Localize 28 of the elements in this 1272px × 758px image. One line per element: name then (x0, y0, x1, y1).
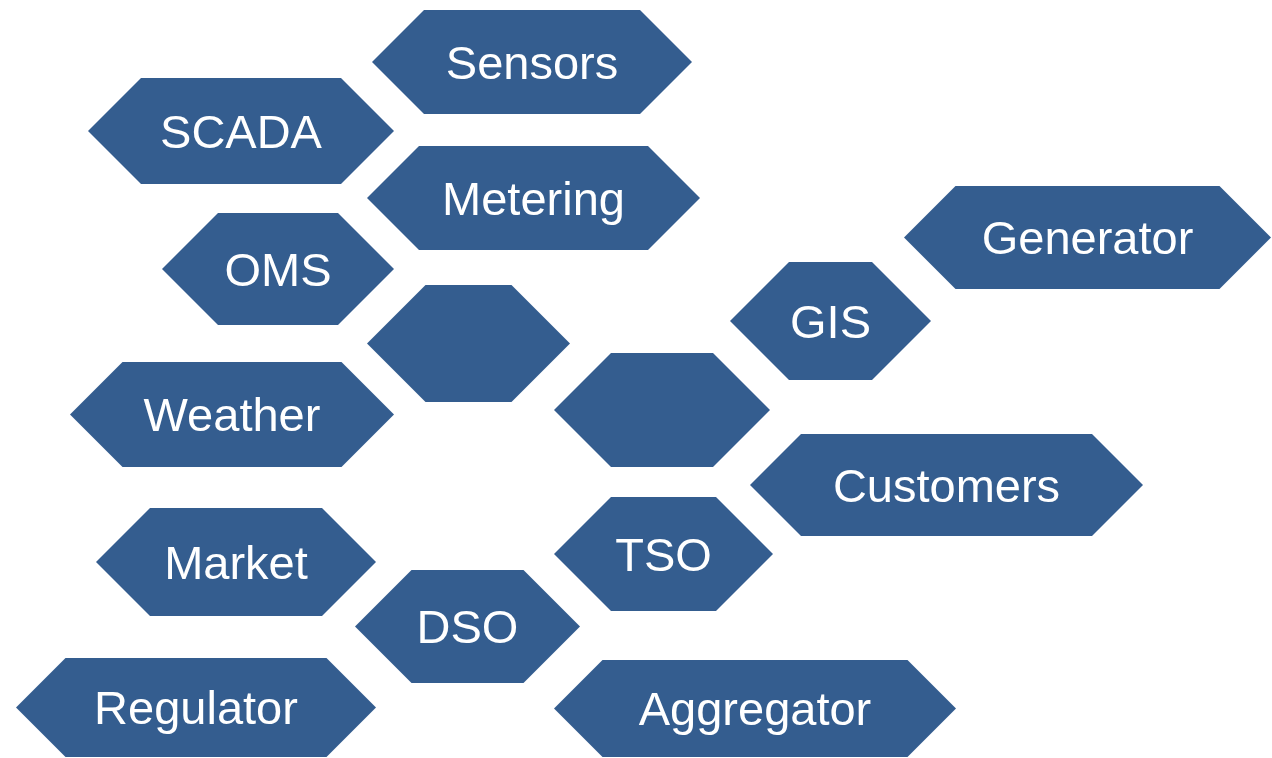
node-label: DSO (416, 599, 519, 654)
hexagon-box (367, 146, 700, 250)
node-label: Sensors (445, 34, 619, 90)
node-label: Metering (442, 170, 625, 226)
node-label: GIS (790, 293, 871, 349)
hexagon-box (70, 362, 394, 467)
hexagon-box (162, 213, 394, 325)
hexagon-box (355, 570, 580, 683)
node-label: SCADA (160, 103, 322, 159)
hexagon-box (750, 434, 1143, 536)
hexagon-box (904, 186, 1271, 289)
node-label: Market (164, 534, 308, 590)
node-label: Aggregator (638, 681, 872, 736)
hexagon-box (554, 353, 770, 467)
hexagon-box (372, 10, 692, 114)
node-label: TSO (615, 526, 712, 582)
node-label: OMS (224, 241, 332, 297)
hexagon-box (16, 658, 376, 757)
hexagon-box (554, 497, 773, 611)
hexagon-box (88, 78, 394, 184)
hexagon-box (367, 285, 570, 402)
node-label: Weather (143, 387, 321, 442)
hexagon-box (96, 508, 376, 616)
node-label: Generator (981, 210, 1194, 265)
hexagon-box (730, 262, 931, 380)
node-label: Customers (832, 457, 1061, 513)
hexagon-box (554, 660, 956, 757)
node-label: Regulator (94, 680, 298, 735)
